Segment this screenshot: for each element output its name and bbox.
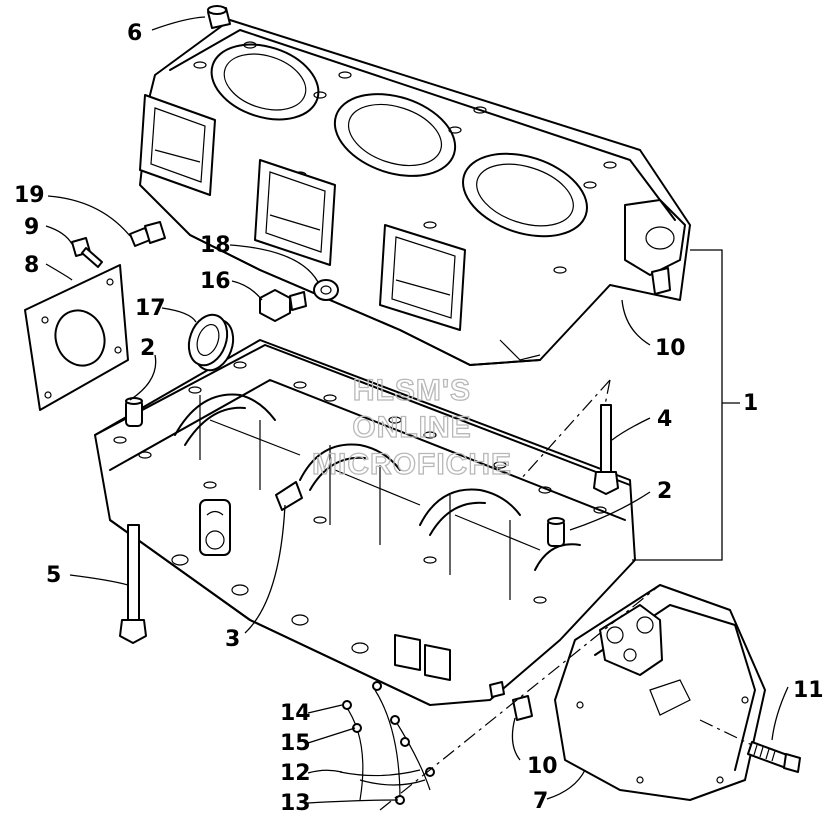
part-6-cap — [207, 5, 231, 29]
callout-17: 17 — [135, 296, 166, 321]
parts-12-15-harness — [339, 681, 435, 805]
upper-crankcase — [139, 19, 691, 366]
callout-5: 5 — [46, 563, 61, 588]
part-16-plug — [259, 289, 307, 322]
callout-15: 15 — [280, 731, 311, 756]
callout-10-lower: 10 — [527, 754, 558, 779]
callout-9: 9 — [24, 215, 39, 240]
callout-16: 16 — [200, 269, 231, 294]
watermark-line-2: ONLINE — [352, 411, 471, 444]
callout-12: 12 — [280, 761, 311, 786]
callout-19: 19 — [14, 183, 45, 208]
part-19-fitting — [129, 221, 166, 247]
part-11-bolt — [747, 741, 801, 773]
callout-18: 18 — [200, 233, 231, 258]
callout-8: 8 — [24, 253, 39, 278]
callout-labels: 6 19 9 8 18 16 17 2 10 1 4 2 5 3 11 14 1… — [14, 21, 824, 816]
callout-1: 1 — [743, 391, 758, 416]
centerlines — [379, 379, 753, 811]
part-5-bolt — [119, 524, 147, 644]
callout-3: 3 — [225, 627, 240, 652]
callout-10-upper: 10 — [655, 336, 686, 361]
part-9-bolt — [71, 237, 103, 268]
lower-crankcase — [94, 339, 636, 721]
part-7-housing — [554, 584, 766, 801]
callout-7: 7 — [533, 789, 548, 814]
callout-6: 6 — [127, 21, 142, 46]
part-18-washer — [313, 279, 339, 301]
part-8-plate — [24, 264, 129, 411]
callout-2-lower: 2 — [657, 479, 672, 504]
callout-11: 11 — [793, 678, 824, 703]
watermark-line-1: HLSM'S — [353, 374, 471, 407]
callout-2-upper: 2 — [140, 336, 155, 361]
leader-lines — [45, 16, 789, 804]
callout-14: 14 — [280, 701, 311, 726]
callout-4: 4 — [657, 407, 672, 432]
part-17-seal — [187, 313, 235, 372]
callout-13: 13 — [280, 791, 311, 816]
watermark-line-3: MICROFICHE — [312, 448, 512, 481]
part-4-bolt — [593, 404, 619, 495]
